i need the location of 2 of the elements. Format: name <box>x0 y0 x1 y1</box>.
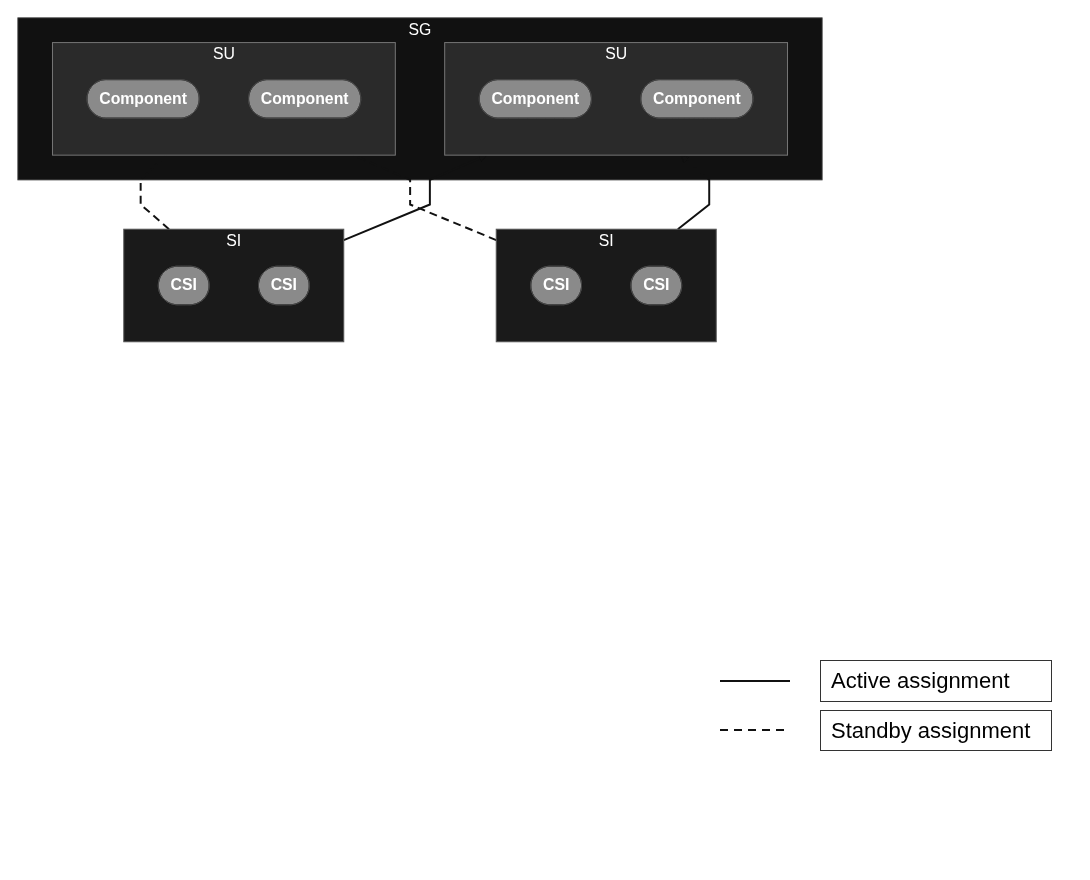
legend-label: Active assignment <box>820 660 1052 702</box>
legend-label: Standby assignment <box>820 709 1052 751</box>
